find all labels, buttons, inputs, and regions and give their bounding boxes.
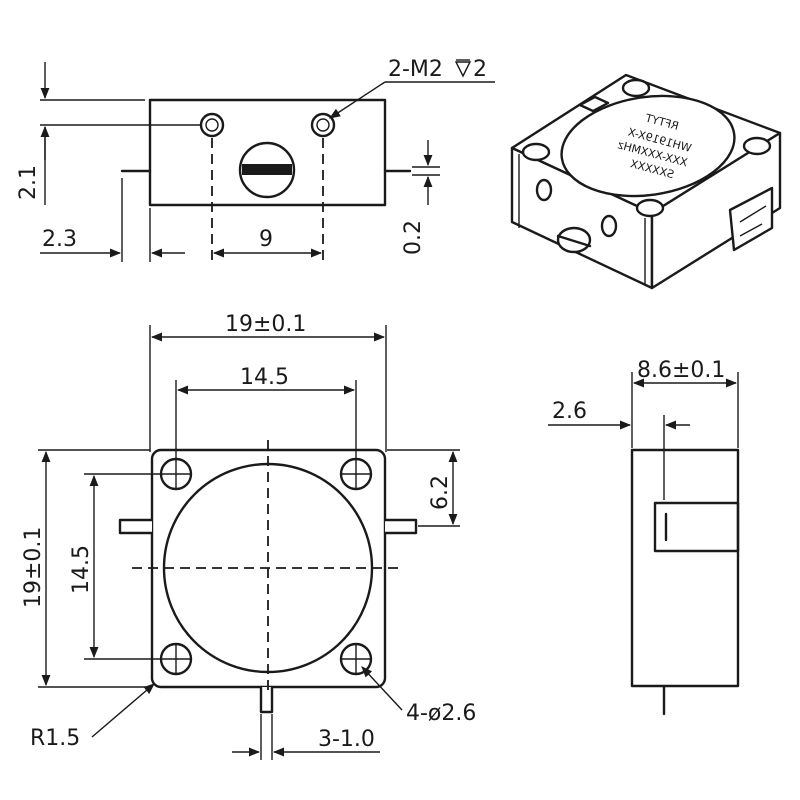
dim-front-tab-thickness: 0.2	[401, 220, 426, 255]
thread-callout-label: 2-M2	[388, 57, 443, 82]
front-tapped-hole-right	[310, 112, 336, 138]
dim-top-hole-spacing-x: 14.5	[240, 365, 289, 390]
iso-hole-back	[621, 78, 651, 98]
top-tab-bottom	[259, 685, 274, 714]
dim-side-tab-offset: 2.6	[552, 399, 587, 424]
iso-hole-right	[742, 136, 772, 156]
top-mounting-hole-tl	[159, 457, 193, 491]
dim-top-center-offset: 6.2	[428, 475, 453, 510]
top-view: 19±0.1 14.5 19±0.1 14.5 6.2 R1.5 4-ø2.6	[21, 312, 476, 760]
isometric-view: RFTYT WH1919X-X XXX-XXXMHz SXXXXX	[510, 73, 782, 290]
iso-hole-front-left	[521, 142, 551, 162]
dim-top-holes: 4-ø2.6	[406, 701, 476, 726]
thread-depth-label: 2	[473, 57, 487, 82]
dim-front-tab-offset: 2.3	[42, 227, 77, 252]
dim-side-thickness: 8.6±0.1	[637, 358, 725, 383]
iso-tuning-screw	[556, 226, 592, 254]
front-body	[148, 98, 387, 207]
dim-front-hole-spacing: 9	[259, 227, 273, 252]
dim-holes-leader	[361, 666, 403, 711]
top-mounting-hole-tr	[339, 457, 373, 491]
dim-top-tab-width: 3-1.0	[318, 727, 375, 752]
top-mounting-hole-bl	[159, 642, 193, 676]
top-tab-left	[118, 518, 154, 535]
front-tuning-screw	[238, 141, 296, 199]
depth-icon	[454, 59, 472, 78]
iso-back-port-pin	[578, 95, 610, 113]
top-tab-right	[383, 518, 418, 535]
dim-front-height: 2.1	[16, 165, 41, 200]
front-tapped-hole-left	[199, 112, 225, 138]
iso-side-hole-right	[600, 214, 618, 238]
dim-top-height: 19±0.1	[21, 527, 46, 608]
iso-right-port	[728, 186, 774, 252]
iso-side-hole-left	[535, 178, 553, 202]
dim-top-corner-radius: R1.5	[30, 726, 80, 751]
dim-top-width: 19±0.1	[225, 312, 306, 337]
iso-magnet-disc	[560, 94, 736, 198]
iso-hole-front-right	[635, 198, 665, 218]
iso-right-port-pin	[739, 205, 767, 237]
top-mounting-hole-br	[339, 642, 373, 676]
dim-radius-leader	[91, 683, 155, 738]
thread-callout-leader	[329, 81, 386, 119]
side-body	[630, 448, 740, 688]
side-view: 8.6±0.1 2.6	[548, 358, 740, 716]
iso-right-face	[650, 131, 782, 290]
front-view: 2-M2 2 2.1 2.3 9 0.2	[16, 57, 495, 262]
dim-top-hole-spacing-y: 14.5	[69, 545, 94, 594]
side-port-window	[653, 501, 740, 553]
